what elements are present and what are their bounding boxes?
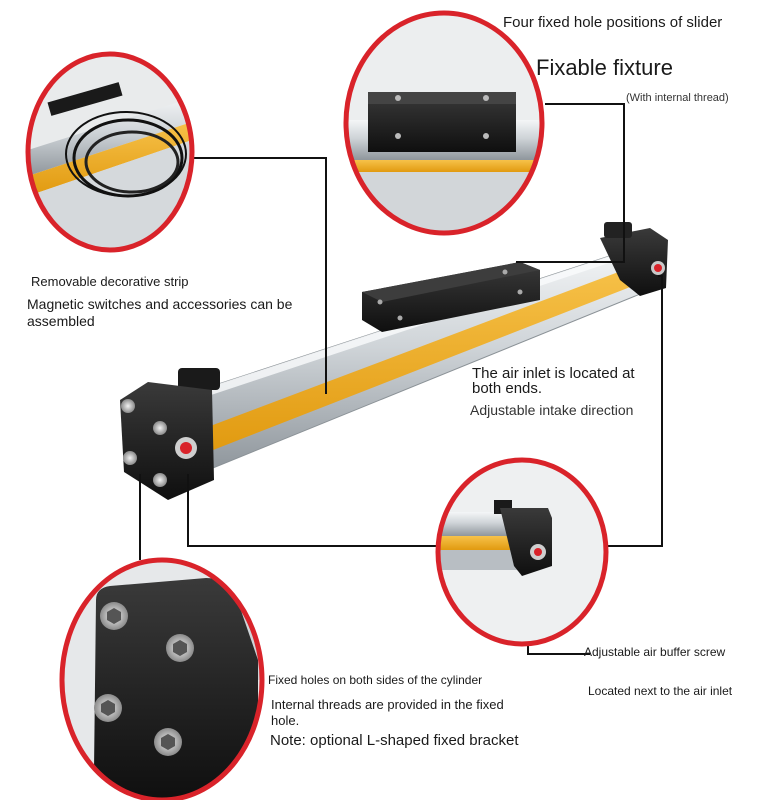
hex-bolt (154, 728, 182, 756)
connector-lines (139, 103, 663, 655)
hex-bolt (100, 602, 128, 630)
zoom-ring (343, 10, 545, 236)
slider-holes-title: Four fixed hole positions of slider (503, 14, 723, 31)
zoom-circle-decorative-strip (25, 51, 195, 253)
left-end-cap (120, 368, 220, 500)
holes-line3: Note: optional L-shaped fixed bracket (270, 732, 519, 749)
buffer-title: Adjustable air buffer screw (584, 645, 726, 659)
zoom-circle-slider-fixture (343, 10, 545, 236)
hex-bolt (94, 694, 122, 722)
zoom-circle-fixed-holes (59, 557, 265, 800)
buffer-desc: Located next to the air inlet (588, 684, 733, 698)
hex-bolt (166, 634, 194, 662)
zoom-circle-air-inlet (435, 457, 609, 647)
strip-title: Removable decorative strip (31, 274, 189, 289)
strip-desc: Magnetic switches and accessories can be… (27, 296, 293, 329)
zoom-ring (435, 457, 609, 647)
holes-line1: Fixed holes on both sides of the cylinde… (268, 673, 483, 687)
fixture-note: (With internal thread) (626, 92, 729, 104)
zoom-ring (59, 557, 265, 800)
inlet-title: The air inlet is located at both ends. (472, 365, 635, 397)
rodless-cylinder (120, 222, 668, 500)
holes-line2: Internal threads are provided in the fix… (271, 697, 504, 728)
fixture-title: Fixable fixture (536, 55, 673, 80)
slider (362, 262, 540, 332)
zoom-ring (25, 51, 195, 253)
inlet-desc: Adjustable intake direction (470, 402, 634, 418)
decorative-strip (205, 262, 648, 452)
